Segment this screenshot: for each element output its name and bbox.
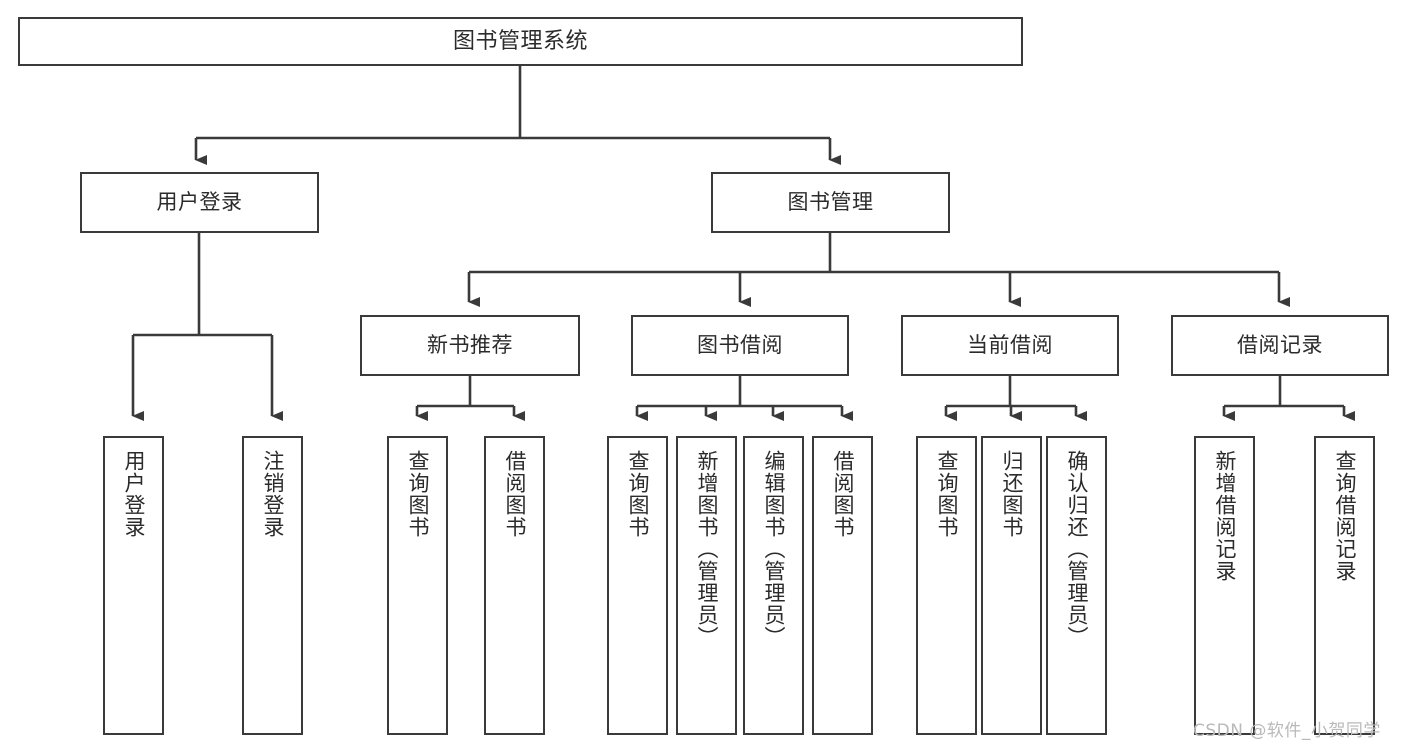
- csdn-watermark: CSDN @软件_小贺同学: [1193, 721, 1381, 741]
- node-label: 图书借阅: [697, 333, 783, 358]
- leaf-book-borrow-borrow-book[interactable]: 借阅图书: [812, 436, 873, 735]
- node-book-management[interactable]: 图书管理: [711, 172, 950, 233]
- node-label: 图书管理: [787, 190, 874, 215]
- node-new-book-recommend[interactable]: 新书推荐: [360, 315, 580, 376]
- leaf-book-borrow-query-book[interactable]: 查询图书: [607, 436, 668, 735]
- node-label: 查询借阅记录: [1333, 450, 1358, 582]
- leaf-current-borrow-query-book[interactable]: 查询图书: [916, 436, 977, 735]
- node-label: 新增借阅记录: [1213, 450, 1238, 582]
- node-label: 编辑图书（管理员）: [762, 450, 787, 648]
- leaf-book-borrow-add-book-admin[interactable]: 新增图书（管理员）: [676, 436, 737, 735]
- leaf-book-borrow-edit-book-admin[interactable]: 编辑图书（管理员）: [743, 436, 804, 735]
- node-label: 查询图书: [626, 450, 651, 538]
- node-borrow-record[interactable]: 借阅记录: [1171, 315, 1389, 376]
- leaf-current-borrow-confirm-return-admin[interactable]: 确认归还（管理员）: [1046, 436, 1107, 735]
- leaf-new-book-borrow-book[interactable]: 借阅图书: [484, 436, 545, 735]
- node-label: 新书推荐: [427, 333, 513, 358]
- node-root-book-management-system[interactable]: 图书管理系统: [18, 17, 1023, 66]
- node-book-borrow[interactable]: 图书借阅: [631, 315, 849, 376]
- node-label: 确认归还（管理员）: [1065, 450, 1090, 648]
- node-label: 新增图书（管理员）: [695, 450, 720, 648]
- node-label: 借阅图书: [831, 450, 856, 538]
- node-label: 用户登录: [156, 190, 243, 215]
- leaf-user-login-logout[interactable]: 注销登录: [242, 436, 303, 735]
- leaf-user-login-login[interactable]: 用户登录: [103, 436, 164, 735]
- node-label: 归还图书: [1000, 450, 1025, 538]
- node-label: 借阅记录: [1237, 333, 1323, 358]
- node-label: 查询图书: [935, 450, 960, 538]
- node-user-login[interactable]: 用户登录: [80, 172, 319, 233]
- node-label: 借阅图书: [503, 450, 528, 538]
- leaf-new-book-query-book[interactable]: 查询图书: [387, 436, 448, 735]
- node-label: 查询图书: [406, 450, 431, 538]
- node-current-borrow[interactable]: 当前借阅: [901, 315, 1119, 376]
- leaf-borrow-record-query-record[interactable]: 查询借阅记录: [1314, 436, 1375, 735]
- leaf-borrow-record-add-record[interactable]: 新增借阅记录: [1194, 436, 1255, 735]
- leaf-current-borrow-return-book[interactable]: 归还图书: [981, 436, 1042, 735]
- node-label: 当前借阅: [967, 333, 1053, 358]
- node-label: 图书管理系统: [452, 28, 588, 54]
- node-label: 注销登录: [261, 450, 286, 538]
- node-label: 用户登录: [122, 450, 147, 538]
